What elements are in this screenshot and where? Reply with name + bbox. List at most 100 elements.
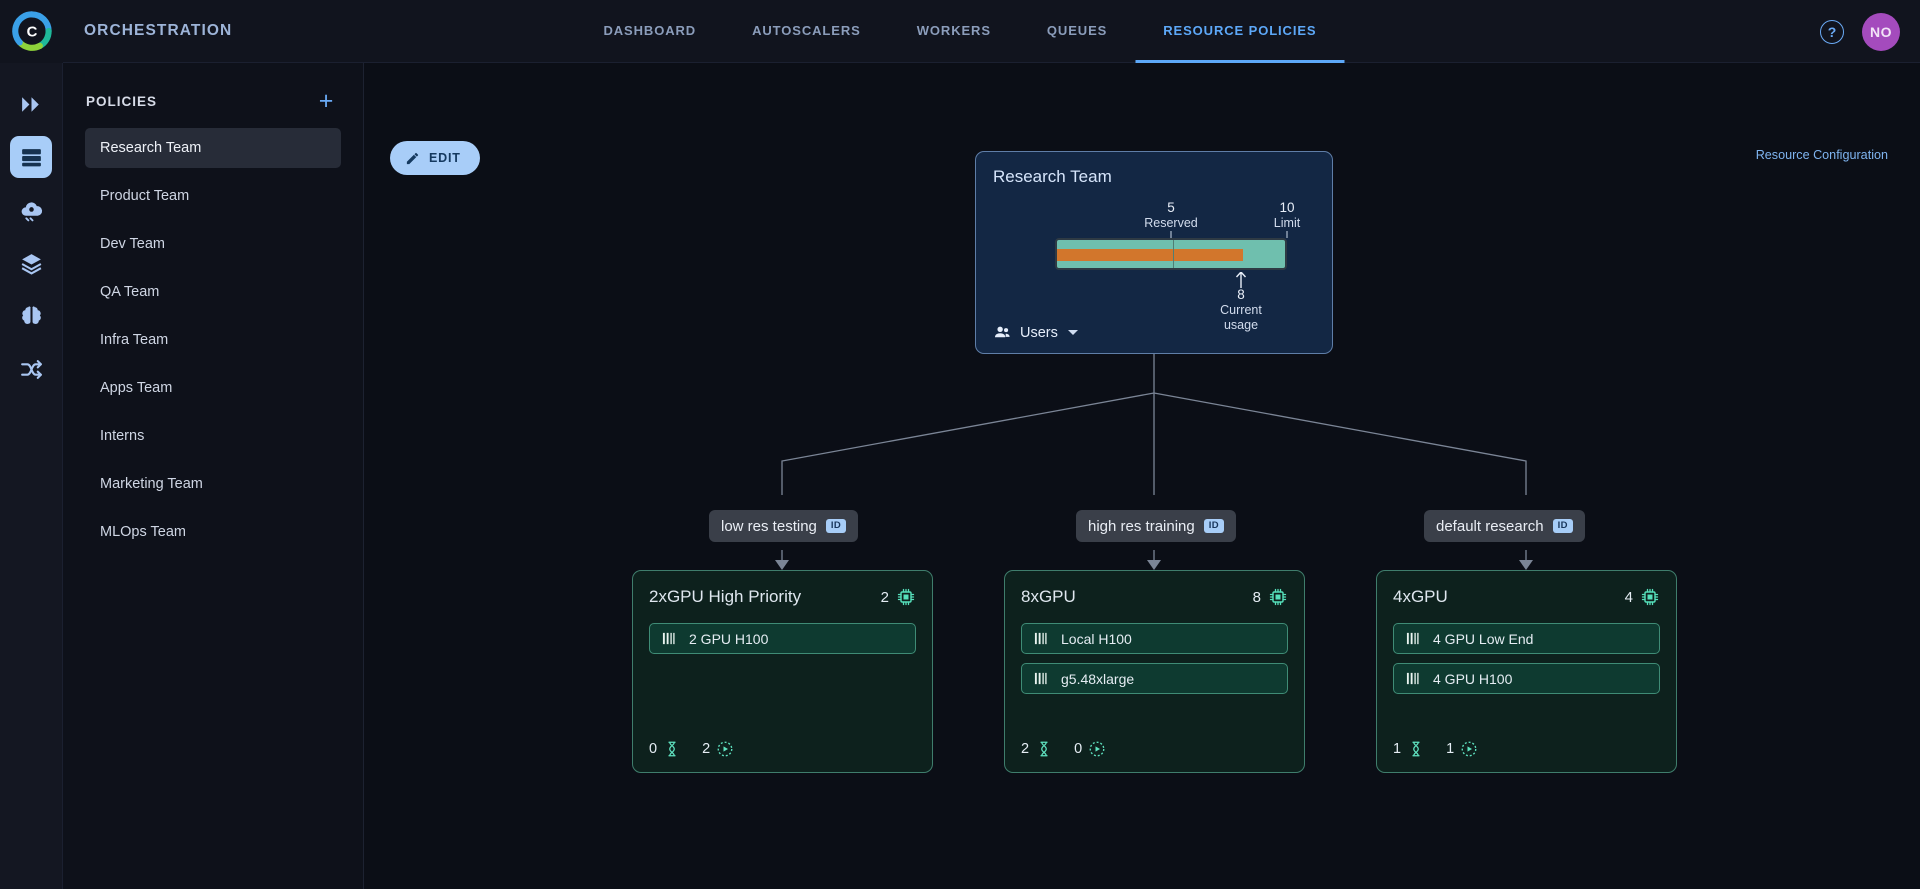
play-dashed-icon	[1461, 741, 1477, 757]
tab-queues[interactable]: QUEUES	[1046, 22, 1108, 38]
edit-button[interactable]: EDIT	[390, 141, 480, 175]
play-dashed-icon	[1089, 741, 1105, 757]
resource-row[interactable]: 2 GPU H100	[649, 623, 916, 654]
tab-resource-policies[interactable]: RESOURCE POLICIES	[1135, 0, 1345, 63]
pending-jobs-stat: 1	[1393, 740, 1425, 758]
resource-gauge: 5 Reserved 10 Limit	[993, 200, 1315, 332]
rail-item-clusters[interactable]	[10, 136, 52, 178]
gpu-count-value: 4	[1624, 588, 1633, 606]
policy-item-marketing-team[interactable]: Marketing Team	[100, 476, 203, 492]
gpu-count-value: 8	[1252, 588, 1261, 606]
resource-card-header: 4xGPU 4	[1393, 587, 1660, 607]
resource-card-header: 2xGPU High Priority 2	[649, 587, 916, 607]
running-jobs-stat: 0	[1074, 740, 1106, 758]
resource-card-title: 8xGPU	[1021, 587, 1076, 606]
resource-configuration-link[interactable]: Resource Configuration	[1755, 148, 1888, 162]
pending-jobs-stat: 2	[1021, 740, 1053, 758]
gpu-count-value: 2	[880, 588, 889, 606]
add-policy-button[interactable]: +	[318, 86, 334, 115]
rail-item-models[interactable]	[10, 295, 52, 337]
current-usage-annotation: 8 Current usage	[993, 270, 1315, 332]
app-logo[interactable]: C	[0, 0, 63, 63]
resource-card-title: 4xGPU	[1393, 587, 1448, 606]
tab-workers[interactable]: WORKERS	[916, 22, 991, 38]
policy-item-interns[interactable]: Interns	[100, 428, 145, 444]
hourglass-icon	[668, 741, 676, 757]
limit-label: Limit	[1273, 215, 1301, 230]
reserved-divider	[1173, 240, 1174, 268]
workflow-shuffle-icon	[20, 359, 42, 379]
resource-card-4xgpu[interactable]: 4xGPU 4	[1376, 570, 1677, 773]
resource-row[interactable]: g5.48xlarge	[1021, 663, 1288, 694]
users-dropdown[interactable]: Users	[993, 323, 1078, 342]
reserved-label-group: 5 Reserved	[1144, 200, 1198, 231]
root-policy-title: Research Team	[993, 167, 1112, 186]
policy-item-qa-team[interactable]: QA Team	[100, 284, 160, 300]
resource-row-label: 2 GPU H100	[689, 630, 769, 647]
svg-text:C: C	[26, 24, 37, 40]
usage-bar-fill	[1057, 249, 1243, 261]
usage-arrow-icon	[1235, 272, 1247, 288]
resource-card-footer: 2 0	[1021, 740, 1106, 758]
question-mark-icon[interactable]: ?	[1820, 19, 1844, 44]
reserved-tick	[1170, 231, 1172, 238]
queue-chip-low-res-testing[interactable]: low res testing ID	[709, 510, 859, 542]
root-policy-card[interactable]: Research Team 5 Reserved 10 Limit	[975, 151, 1333, 354]
policy-item-apps-team[interactable]: Apps Team	[100, 380, 173, 396]
rail-item-deploy[interactable]	[10, 83, 52, 125]
pending-jobs-value: 0	[649, 741, 658, 757]
left-icon-rail	[0, 63, 63, 889]
current-usage-value: 8	[1237, 287, 1245, 302]
policies-sidebar: POLICIES + Research Team Product Team De…	[63, 63, 364, 889]
queue-label: low res testing	[721, 517, 817, 535]
running-jobs-value: 2	[702, 741, 711, 757]
gpu-count-group: 2	[881, 587, 916, 607]
policy-item-infra-team[interactable]: Infra Team	[100, 332, 169, 348]
resource-row[interactable]: 4 GPU Low End	[1393, 623, 1660, 654]
policy-item-product-team[interactable]: Product Team	[100, 188, 190, 204]
current-usage-label: Current usage	[1220, 302, 1262, 332]
people-icon	[994, 326, 1010, 338]
id-badge: ID	[1552, 519, 1573, 533]
rail-item-cloud[interactable]	[10, 189, 52, 231]
policy-item-dev-team[interactable]: Dev Team	[100, 236, 166, 252]
resource-card-8xgpu[interactable]: 8xGPU 8	[1004, 570, 1305, 773]
running-jobs-value: 1	[1446, 741, 1455, 757]
gpu-bars-icon	[662, 632, 675, 645]
limit-label-group: 10 Limit	[1274, 200, 1300, 231]
running-jobs-stat: 1	[1446, 740, 1478, 758]
policy-item-mlops-team[interactable]: MLOps Team	[100, 524, 186, 540]
queue-chip-high-res-training[interactable]: high res training ID	[1076, 510, 1237, 542]
avatar[interactable]: NO	[1862, 12, 1900, 51]
top-bar: C ORCHESTRATION DASHBOARD AUTOSCALERS WO…	[0, 0, 1920, 63]
queue-chip-default-research[interactable]: default research ID	[1424, 510, 1585, 542]
resource-card-footer: 0 2	[649, 740, 734, 758]
policy-list: Research Team Product Team Dev Team QA T…	[63, 128, 363, 559]
current-usage-group: 8 Current usage	[1204, 287, 1278, 332]
main-nav-tabs: DASHBOARD AUTOSCALERS WORKERS QUEUES RES…	[575, 0, 1345, 63]
chip-icon	[1641, 588, 1659, 606]
tab-autoscalers[interactable]: AUTOSCALERS	[752, 22, 861, 38]
running-jobs-stat: 2	[702, 740, 734, 758]
policy-item-research-team[interactable]: Research Team	[85, 128, 341, 168]
resource-row[interactable]: 4 GPU H100	[1393, 663, 1660, 694]
policies-header: POLICIES +	[63, 63, 363, 128]
tab-dashboard[interactable]: DASHBOARD	[603, 22, 697, 38]
reserved-label: Reserved	[1144, 215, 1198, 230]
resource-row[interactable]: Local H100	[1021, 623, 1288, 654]
gpu-bars-icon	[1034, 672, 1047, 685]
users-label: Users	[1020, 324, 1058, 341]
cloud-gear-icon	[21, 201, 42, 221]
circular-c-logo-icon: C	[11, 11, 52, 51]
resource-card-2xgpu-high-priority[interactable]: 2xGPU High Priority 2	[632, 570, 933, 773]
reserved-value: 5	[1167, 200, 1175, 215]
policies-title: POLICIES	[86, 93, 158, 109]
gpu-bars-icon	[1406, 632, 1419, 645]
resource-row-label: 4 GPU H100	[1433, 670, 1513, 687]
resource-row-list: 2 GPU H100	[649, 623, 916, 654]
rail-item-workflows[interactable]	[10, 348, 52, 390]
resource-row-list: Local H100 g5.48xlarge	[1021, 623, 1288, 694]
queue-label: high res training	[1088, 517, 1195, 535]
gpu-bars-icon	[1034, 632, 1047, 645]
rail-item-storage[interactable]	[10, 242, 52, 284]
